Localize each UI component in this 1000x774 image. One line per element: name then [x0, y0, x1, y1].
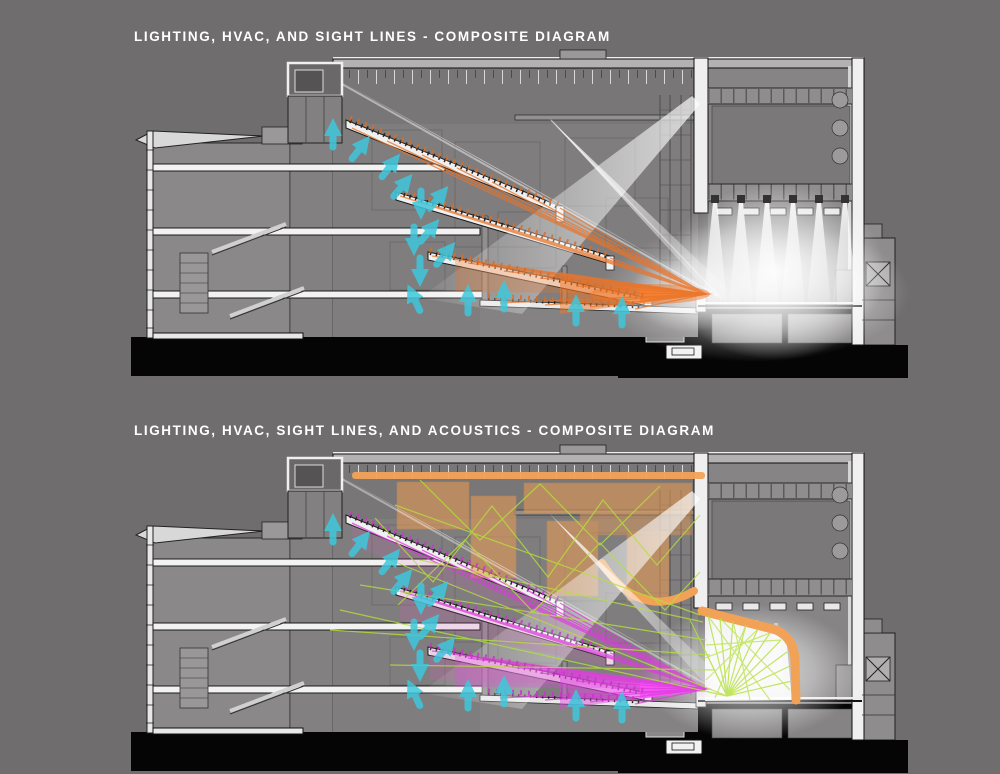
sight-lines-layer: [349, 510, 715, 709]
stage-lighting-layer: [600, 184, 910, 362]
acoustic-panels-layer: [352, 472, 705, 606]
composite-diagram-bottom: [131, 445, 908, 773]
diagram-title-bottom: LIGHTING, HVAC, SIGHT LINES, AND ACOUSTI…: [134, 423, 715, 438]
sight-lines-layer: [349, 115, 714, 314]
acoustic-ray-net: [699, 615, 791, 701]
acoustic-ray-reflections: [329, 479, 728, 697]
acoustic-rays-layer: [329, 479, 793, 701]
composite-diagram-top: [131, 50, 910, 378]
stage-shell-band: [697, 606, 801, 705]
stage-light-cones: [703, 195, 857, 304]
acoustic-ray-fan: [689, 615, 793, 697]
diagram-title-top: LIGHTING, HVAC, AND SIGHT LINES - COMPOS…: [134, 29, 611, 44]
